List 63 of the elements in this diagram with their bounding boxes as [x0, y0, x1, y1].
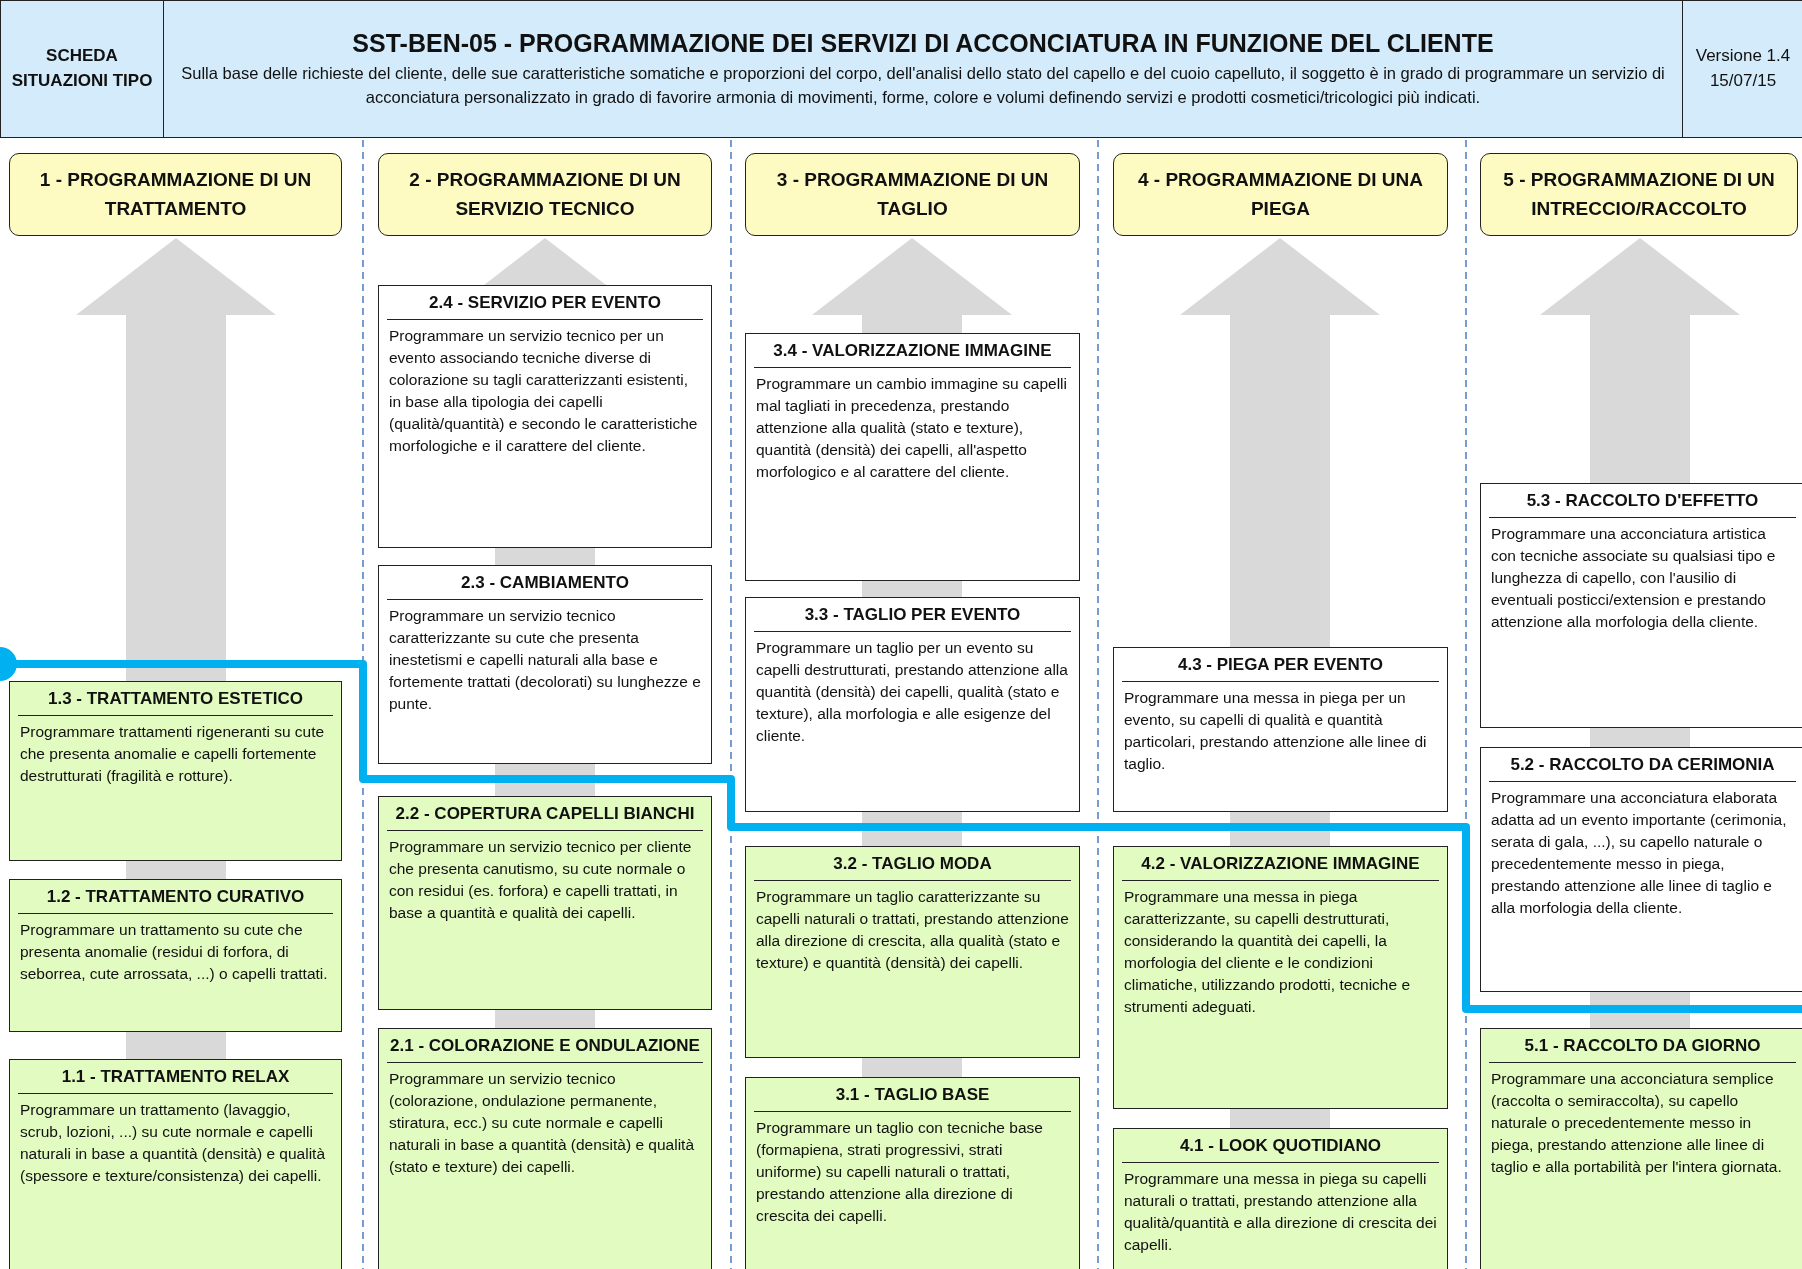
card-heading: 1.2 - TRATTAMENTO CURATIVO [18, 886, 333, 914]
card-description: Programmare un trattamento (lavaggio, scrub, lozioni, ...) su cute normale e capelli naturali in base a quantità (densità) e qualità (spessore e texture/consistenza) dei capelli. [19, 1099, 327, 1186]
competence-card [9, 681, 342, 861]
card-description: Programmare un trattamento su cute che presenta anomalie (residui di forfora, di seborrea, cute arrossata, ...) o capelli trattati. [19, 919, 329, 984]
card-description: Programmare un servizio tecnico (colorazione, ondulazione permanente, stiratura, ecc.) su cute normale e capelli naturali in base a quantità (densità) e qualità (stato e texture) dei capelli. [388, 1068, 696, 1177]
competence-card [745, 846, 1080, 1058]
column-header: 5 - PROGRAMMAZIONE DI UN INTRECCIO/RACCOLTO [1480, 153, 1798, 236]
title: SST-BEN-05 - PROGRAMMAZIONE DEI SERVIZI DI ACCONCIATURA IN FUNZIONE DEL CLIENTE [352, 28, 1494, 58]
competence-card [745, 333, 1080, 581]
card-heading: 2.1 - COLORAZIONE E ONDULAZIONE [387, 1035, 703, 1063]
card-description: Programmare un taglio per un evento su capelli destrutturati, prestando attenzione alla quantità (densità) dei capelli, qualità (stato e texture), alla morfologia e alle esigenze del cliente. [755, 637, 1069, 746]
competence-card [378, 1028, 712, 1269]
card-description: Programmare una messa in piega su capelli naturali o trattati, prestando attenzione alla qualità/quantità e alla direzione di crescita dei capelli. [1123, 1168, 1438, 1255]
competence-card [1480, 1028, 1802, 1269]
competence-card [9, 879, 342, 1032]
card-description: Programmare una messa in piega per un evento, su capelli di qualità e quantità particolari, prestando attenzione alle linee di taglio. [1123, 687, 1428, 774]
card-heading: 4.2 - VALORIZZAZIONE IMMAGINE [1122, 853, 1439, 881]
column-header: 4 - PROGRAMMAZIONE DI UNA PIEGA [1113, 153, 1448, 236]
competence-card [1113, 647, 1448, 812]
card-heading: 5.3 - RACCOLTO D'EFFETTO [1489, 490, 1796, 518]
card-heading: 3.1 - TAGLIO BASE [754, 1084, 1071, 1112]
competence-card [378, 285, 712, 548]
card-heading: 2.3 - CAMBIAMENTO [387, 572, 703, 600]
competence-card [1113, 1128, 1448, 1269]
header-cell [163, 0, 1683, 138]
card-description: Programmare un servizio tecnico per cliente che presenta canutismo, su cute normale o con residui (es. forfora) e capelli trattati, in base a quantità e qualità dei capelli. [388, 836, 693, 923]
card-heading: 3.2 - TAGLIO MODA [754, 853, 1071, 881]
competence-card [378, 796, 712, 1010]
card-description: Programmare un taglio con tecniche base (formapiena, strati progressivi, strati uniforme) su capelli naturali o trattati, prestando attenzione alla direzione di crescita dei capelli. [755, 1117, 1044, 1226]
competence-card [1480, 747, 1802, 992]
card-description: Programmare una messa in piega caratterizzante, su capelli destrutturati, considerando la quantità dei capelli, la morfologia del cliente e le condizioni climatiche, utilizzando prodotti, tecniche e strumenti adeguati. [1123, 886, 1412, 1017]
card-description: Programmare un taglio caratterizzante su capelli naturali o trattati, prestando attenzione alla direzione di crescita, alla qualità (stato e texture) e quantità (densità) dei capelli. [755, 886, 1070, 973]
card-description: Programmare trattamenti rigeneranti su cute che presenta anomalie e capelli fortemente destrutturati (fragilità e rotture). [19, 721, 326, 786]
competence-card [1113, 846, 1448, 1109]
card-description: Programmare un servizio tecnico caratterizzante su cute che presenta inestetismi e capelli naturali alla base e fortemente trattati (decolorati) su lunghezze e punte. [388, 605, 702, 714]
card-heading: 2.2 - COPERTURA CAPELLI BIANCHI [387, 803, 703, 831]
card-description: Programmare un cambio immagine su capelli mal tagliati in precedenza, prestando attenzione alla qualità (stato e texture), quantità (densità) dei capelli, all'aspetto morfologico e al carattere del cliente. [755, 373, 1068, 482]
competence-card [9, 1059, 342, 1269]
card-heading: 5.2 - RACCOLTO DA CERIMONIA [1489, 754, 1796, 782]
card-heading: 3.4 - VALORIZZAZIONE IMMAGINE [754, 340, 1071, 368]
card-heading: 4.1 - LOOK QUOTIDIANO [1122, 1135, 1439, 1163]
card-heading: 1.1 - TRATTAMENTO RELAX [18, 1066, 333, 1094]
column-header: 3 - PROGRAMMAZIONE DI UN TAGLIO [745, 153, 1080, 236]
header-cell [0, 0, 164, 138]
column-header: 1 - PROGRAMMAZIONE DI UN TRATTAMENTO [9, 153, 342, 236]
competence-card [1480, 483, 1802, 728]
card-heading: 2.4 - SERVIZIO PER EVENTO [387, 292, 703, 320]
card-heading: 5.1 - RACCOLTO DA GIORNO [1489, 1035, 1796, 1063]
competence-card [745, 597, 1080, 812]
card-description: Programmare una acconciatura artistica con tecniche associate su qualsiasi tipo e lunghezza di capello, con l'ausilio di eventuali posticci/extension e prestando attenzione alla morfologia della cliente. [1490, 523, 1777, 632]
version-label: Versione 1.4 15/07/15 [1694, 45, 1792, 92]
competence-card [745, 1077, 1080, 1269]
competence-card [378, 565, 712, 764]
card-heading: 1.3 - TRATTAMENTO ESTETICO [18, 688, 333, 716]
card-heading: 4.3 - PIEGA PER EVENTO [1122, 654, 1439, 682]
card-heading: 3.3 - TAGLIO PER EVENTO [754, 604, 1071, 632]
header-cell [1682, 0, 1802, 138]
description: Sulla base delle richieste del cliente, delle sue caratteristiche somatiche e proporzioni del corpo, dell'analisi dello stato del capello e del cuoio capelluto, il soggetto è in grado di programmare un servizio di acconciatura personalizzato in grado di favorire armonia di movimenti, forme, colore e volumi definendo servizi e prodotti cosmetici/tricologici più indicati. [180, 62, 1666, 108]
column-header: 2 - PROGRAMMAZIONE DI UN SERVIZIO TECNICO [378, 153, 712, 236]
card-description: Programmare una acconciatura semplice (raccolta o semiraccolta), su capello naturale o precedentemente messo in piega, prestando attenzione alle linee di taglio e alla portabilità per l'intera giornata. [1490, 1068, 1783, 1177]
card-description: Programmare una acconciatura elaborata adatta ad un evento importante (cerimonia, serata di gala, ...), su capello naturale o precedentemente messo in piega, prestando attenzione alle linee di taglio e alla morfologia della cliente. [1490, 787, 1788, 918]
card-description: Programmare un servizio tecnico per un evento associando tecniche diverse di colorazione su tagli caratterizzanti esistenti, in base alla tipologia dei capelli (qualità/quantità) e secondo le caratteristiche morfologiche e il carattere del cliente. [388, 325, 699, 456]
sheet-type-label: SCHEDA SITUAZIONI TIPO [10, 45, 154, 92]
